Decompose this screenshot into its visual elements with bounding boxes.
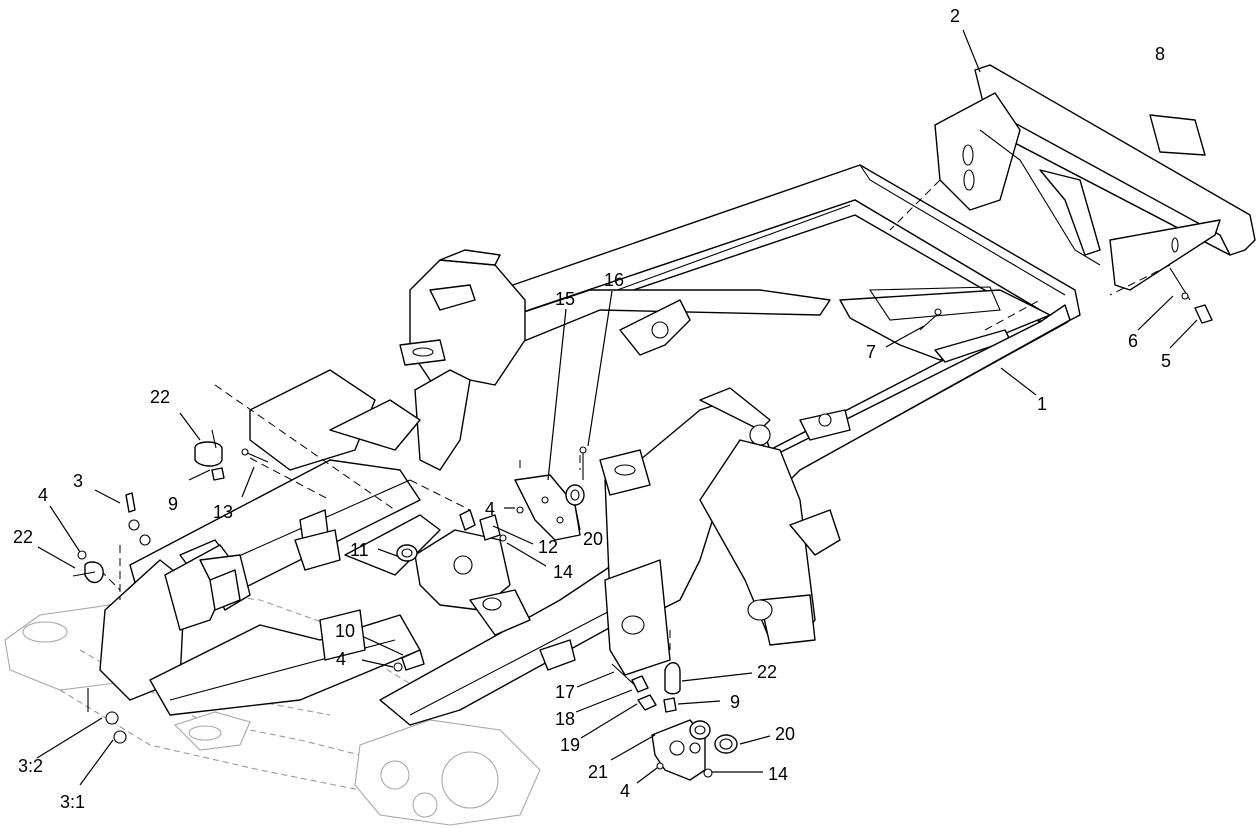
callout-18: 18 (555, 709, 575, 729)
callout-10: 10 (335, 621, 355, 641)
decal (1149, 114, 1206, 156)
callout-13: 13 (213, 502, 233, 522)
callout-3-1: 3:1 (60, 792, 85, 812)
callout-4-left: 4 (38, 485, 48, 505)
callout-20-right: 20 (775, 724, 795, 744)
leader-lines (36, 29, 1198, 786)
rear-bumper (934, 64, 1256, 291)
callout-6: 6 (1128, 331, 1138, 351)
frame-front (99, 249, 841, 726)
callout-9-left: 9 (168, 494, 178, 514)
callout-22-top: 22 (150, 387, 170, 407)
callout-3-2: 3:2 (18, 756, 43, 776)
callout-8: 8 (1155, 44, 1165, 64)
callout-16: 16 (604, 270, 624, 290)
callout-4-lower: 4 (336, 649, 346, 669)
callout-labels: 1 2 3 3:1 3:2 4 4 4 4 5 6 7 8 9 9 10 11 … (13, 6, 1171, 812)
callout-21: 21 (588, 762, 608, 782)
callout-22-right: 22 (757, 662, 777, 682)
callout-7: 7 (866, 342, 876, 362)
callout-20-mid: 20 (583, 529, 603, 549)
callout-12: 12 (538, 537, 558, 557)
callout-11: 11 (350, 540, 369, 560)
callout-19: 19 (560, 735, 580, 755)
callout-15: 15 (555, 289, 575, 309)
callout-17: 17 (555, 682, 575, 702)
callout-4-mid: 4 (485, 499, 495, 519)
callout-1: 1 (1037, 394, 1047, 414)
callout-14-mid: 14 (553, 562, 573, 582)
callout-5: 5 (1161, 351, 1171, 371)
callout-3: 3 (73, 471, 83, 491)
callout-9-right: 9 (730, 692, 740, 712)
callout-2: 2 (950, 6, 960, 26)
callout-14-lower: 14 (768, 764, 788, 784)
callout-22-left: 22 (13, 527, 33, 547)
hardware (72, 267, 1213, 781)
frame-rear-rails (454, 164, 1081, 481)
callout-4-bottom: 4 (620, 781, 630, 801)
